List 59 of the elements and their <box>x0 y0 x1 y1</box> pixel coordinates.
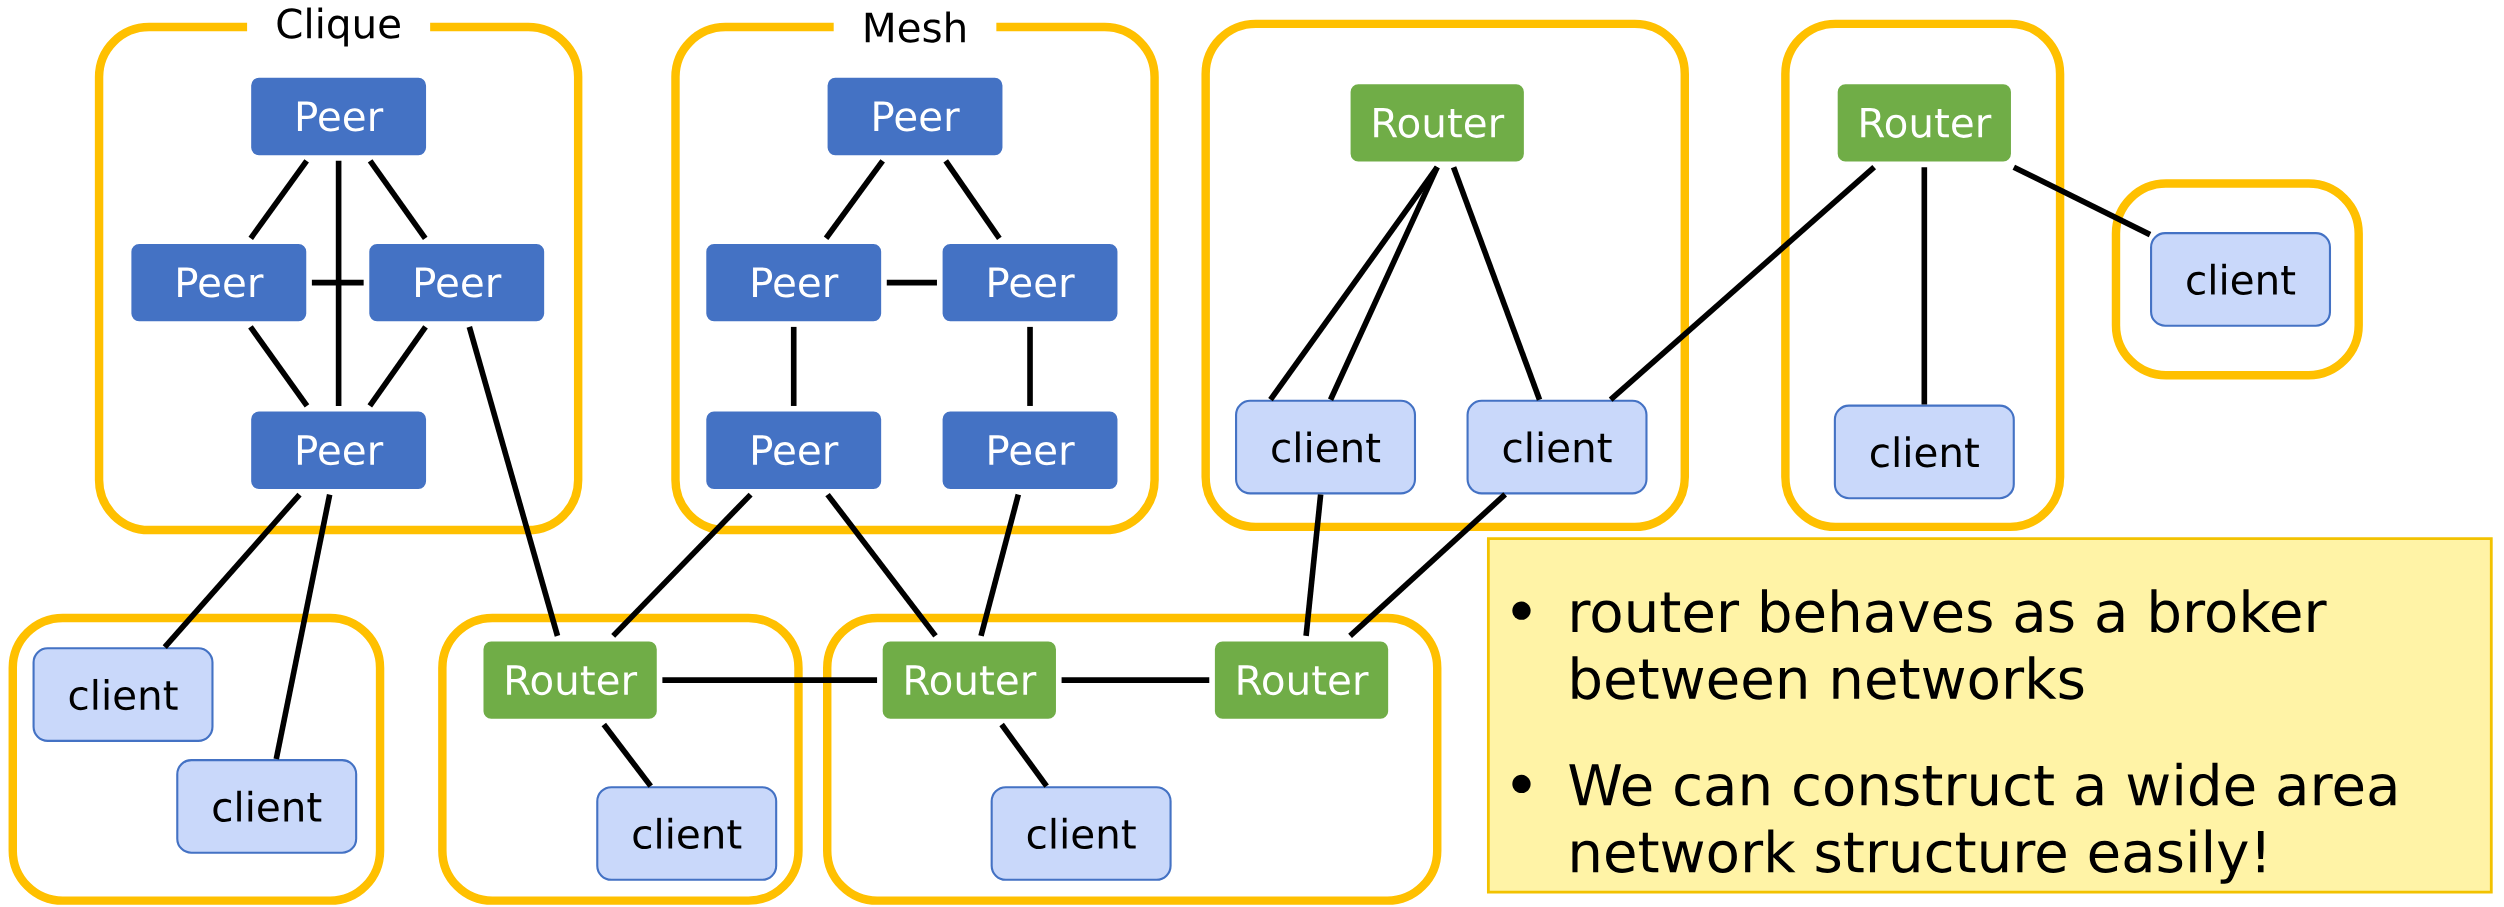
connector-line <box>825 492 938 638</box>
group-frame <box>8 613 385 905</box>
client-box: client <box>176 759 358 854</box>
connector-line <box>311 279 364 286</box>
router-box: Router <box>1344 78 1530 168</box>
router-box: Router <box>477 635 663 725</box>
router-box: Router <box>1209 635 1394 725</box>
client-box: client <box>990 786 1172 881</box>
peer-box: Peer <box>245 72 432 161</box>
client-box: client <box>1235 399 1417 495</box>
connector-line <box>1027 326 1033 406</box>
group-frame <box>823 613 1442 905</box>
connector-line <box>248 325 310 408</box>
connector-line <box>999 722 1049 788</box>
connector-line <box>978 493 1022 637</box>
peer-box: Peer <box>700 238 887 327</box>
peer-box: Peer <box>700 405 887 495</box>
router-box: Router <box>1832 78 2017 168</box>
connector-line <box>2012 164 2152 238</box>
group-title: Clique <box>247 4 431 51</box>
peer-box: Peer <box>936 238 1124 327</box>
connector-line <box>1303 494 1324 637</box>
connector-line <box>273 494 333 760</box>
peer-box: Peer <box>245 405 432 495</box>
client-box: client <box>1833 404 2015 500</box>
group-frame <box>1201 19 1689 532</box>
connector-line <box>823 159 885 240</box>
connector-line <box>943 159 1002 240</box>
peer-box: Peer <box>125 238 312 327</box>
connector-line <box>886 279 937 286</box>
connector-line <box>1327 166 1440 401</box>
client-box: client <box>1466 399 1648 495</box>
connector-line <box>367 159 428 240</box>
connector-line <box>248 159 309 240</box>
connector-line <box>1061 677 1210 683</box>
connector-line <box>466 326 561 637</box>
connector-line <box>1348 492 1508 638</box>
connector-line <box>601 722 653 788</box>
group-title: Mesh <box>833 7 997 47</box>
connector-line <box>1921 167 1928 405</box>
connector-line <box>1450 166 1543 401</box>
connector-line <box>162 492 302 650</box>
peer-box: Peer <box>363 238 550 327</box>
client-box: client <box>32 647 214 742</box>
connector-line <box>1608 165 1877 402</box>
connector-line <box>790 326 797 406</box>
connector-line <box>367 325 428 408</box>
peer-box: Peer <box>936 405 1124 495</box>
router-box: Router <box>877 635 1062 725</box>
client-box: client <box>596 786 778 881</box>
connector-line <box>611 492 753 638</box>
connector-line <box>335 160 342 406</box>
client-box: client <box>2150 232 2332 327</box>
group-frame <box>1781 19 2065 532</box>
group-frame <box>438 613 803 905</box>
callout-box: router behaves as a broker between networks We can construct a wide area network structure easily! <box>1486 537 2493 894</box>
peer-box: Peer <box>821 72 1009 161</box>
group-frame <box>2111 179 2363 380</box>
connector-line <box>662 677 878 683</box>
